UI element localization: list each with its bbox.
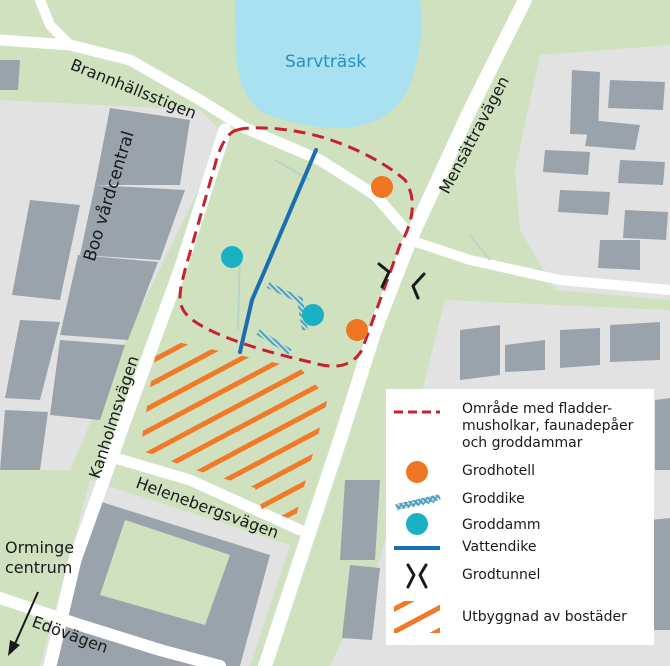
place-label-orminge-centrum: Orminge centrum (5, 538, 74, 578)
legend-text-frog-hotel: Grodhotell (462, 463, 536, 479)
legend-text-frog-tunnel: Grodtunnel (462, 567, 541, 583)
frog-ditch-icon (395, 494, 441, 511)
lake-label: Sarvträsk (285, 52, 367, 72)
legend-text-housing: Utbyggnad av bostäder (462, 609, 627, 625)
buildings-south (55, 500, 270, 666)
frog-pond-1 (221, 246, 243, 268)
frog-tunnel-icon (406, 563, 428, 589)
legend-item-frog-pond: Groddamm (386, 511, 654, 537)
frog-ditch-2 (256, 329, 292, 355)
legend-text-boundary: Område med fladder- musholkar, faunadepå… (462, 401, 634, 451)
dashed-boundary-icon (394, 410, 440, 414)
road-east-branch (405, 235, 670, 295)
frog-tunnel-icon (377, 262, 426, 300)
road-kanholmsvagen (43, 123, 232, 666)
lake-sarvtrask (235, 0, 422, 129)
legend-item-frog-tunnel: Grodtunnel (386, 561, 654, 591)
legend-item-water-ditch: Vattendike (386, 539, 654, 561)
legend-item-frog-ditch: Groddike (386, 487, 654, 513)
housing-development-icon (394, 601, 440, 633)
legend-text-frog-ditch: Groddike (462, 491, 525, 507)
road-helenebergsvagen (99, 449, 306, 536)
arrow-down-left-icon (8, 591, 39, 656)
frog-hotel-1 (371, 176, 393, 198)
orminge-line-1: Orminge (5, 538, 75, 557)
legend-text-frog-pond: Groddamm (462, 517, 541, 533)
water-ditch-icon (394, 546, 440, 550)
legend: Område med fladder- musholkar, faunadepå… (386, 389, 654, 645)
housing-development-area (140, 338, 328, 520)
legend-item-boundary: Område med fladder- musholkar, faunadepå… (386, 397, 654, 451)
buildings-southeast (340, 322, 670, 640)
legend-item-frog-hotel: Grodhotell (386, 459, 654, 485)
road-brannhallsstigen (0, 34, 416, 241)
road-north-connector (35, 0, 75, 50)
buildings-east (543, 70, 668, 270)
orminge-line-2: centrum (5, 558, 73, 577)
road-mensattravagen (258, 0, 532, 666)
frog-pond-icon (406, 513, 428, 535)
frog-pond-2 (302, 304, 324, 326)
buildings-west (0, 60, 190, 470)
bat-and-frog-area-boundary (178, 126, 414, 368)
water-ditch (238, 148, 318, 354)
legend-item-housing: Utbyggnad av bostäder (386, 599, 654, 635)
road-edovagen (0, 592, 226, 666)
legend-text-water-ditch: Vattendike (462, 539, 537, 555)
frog-hotel-2 (346, 319, 368, 341)
frog-hotel-icon (406, 461, 428, 483)
